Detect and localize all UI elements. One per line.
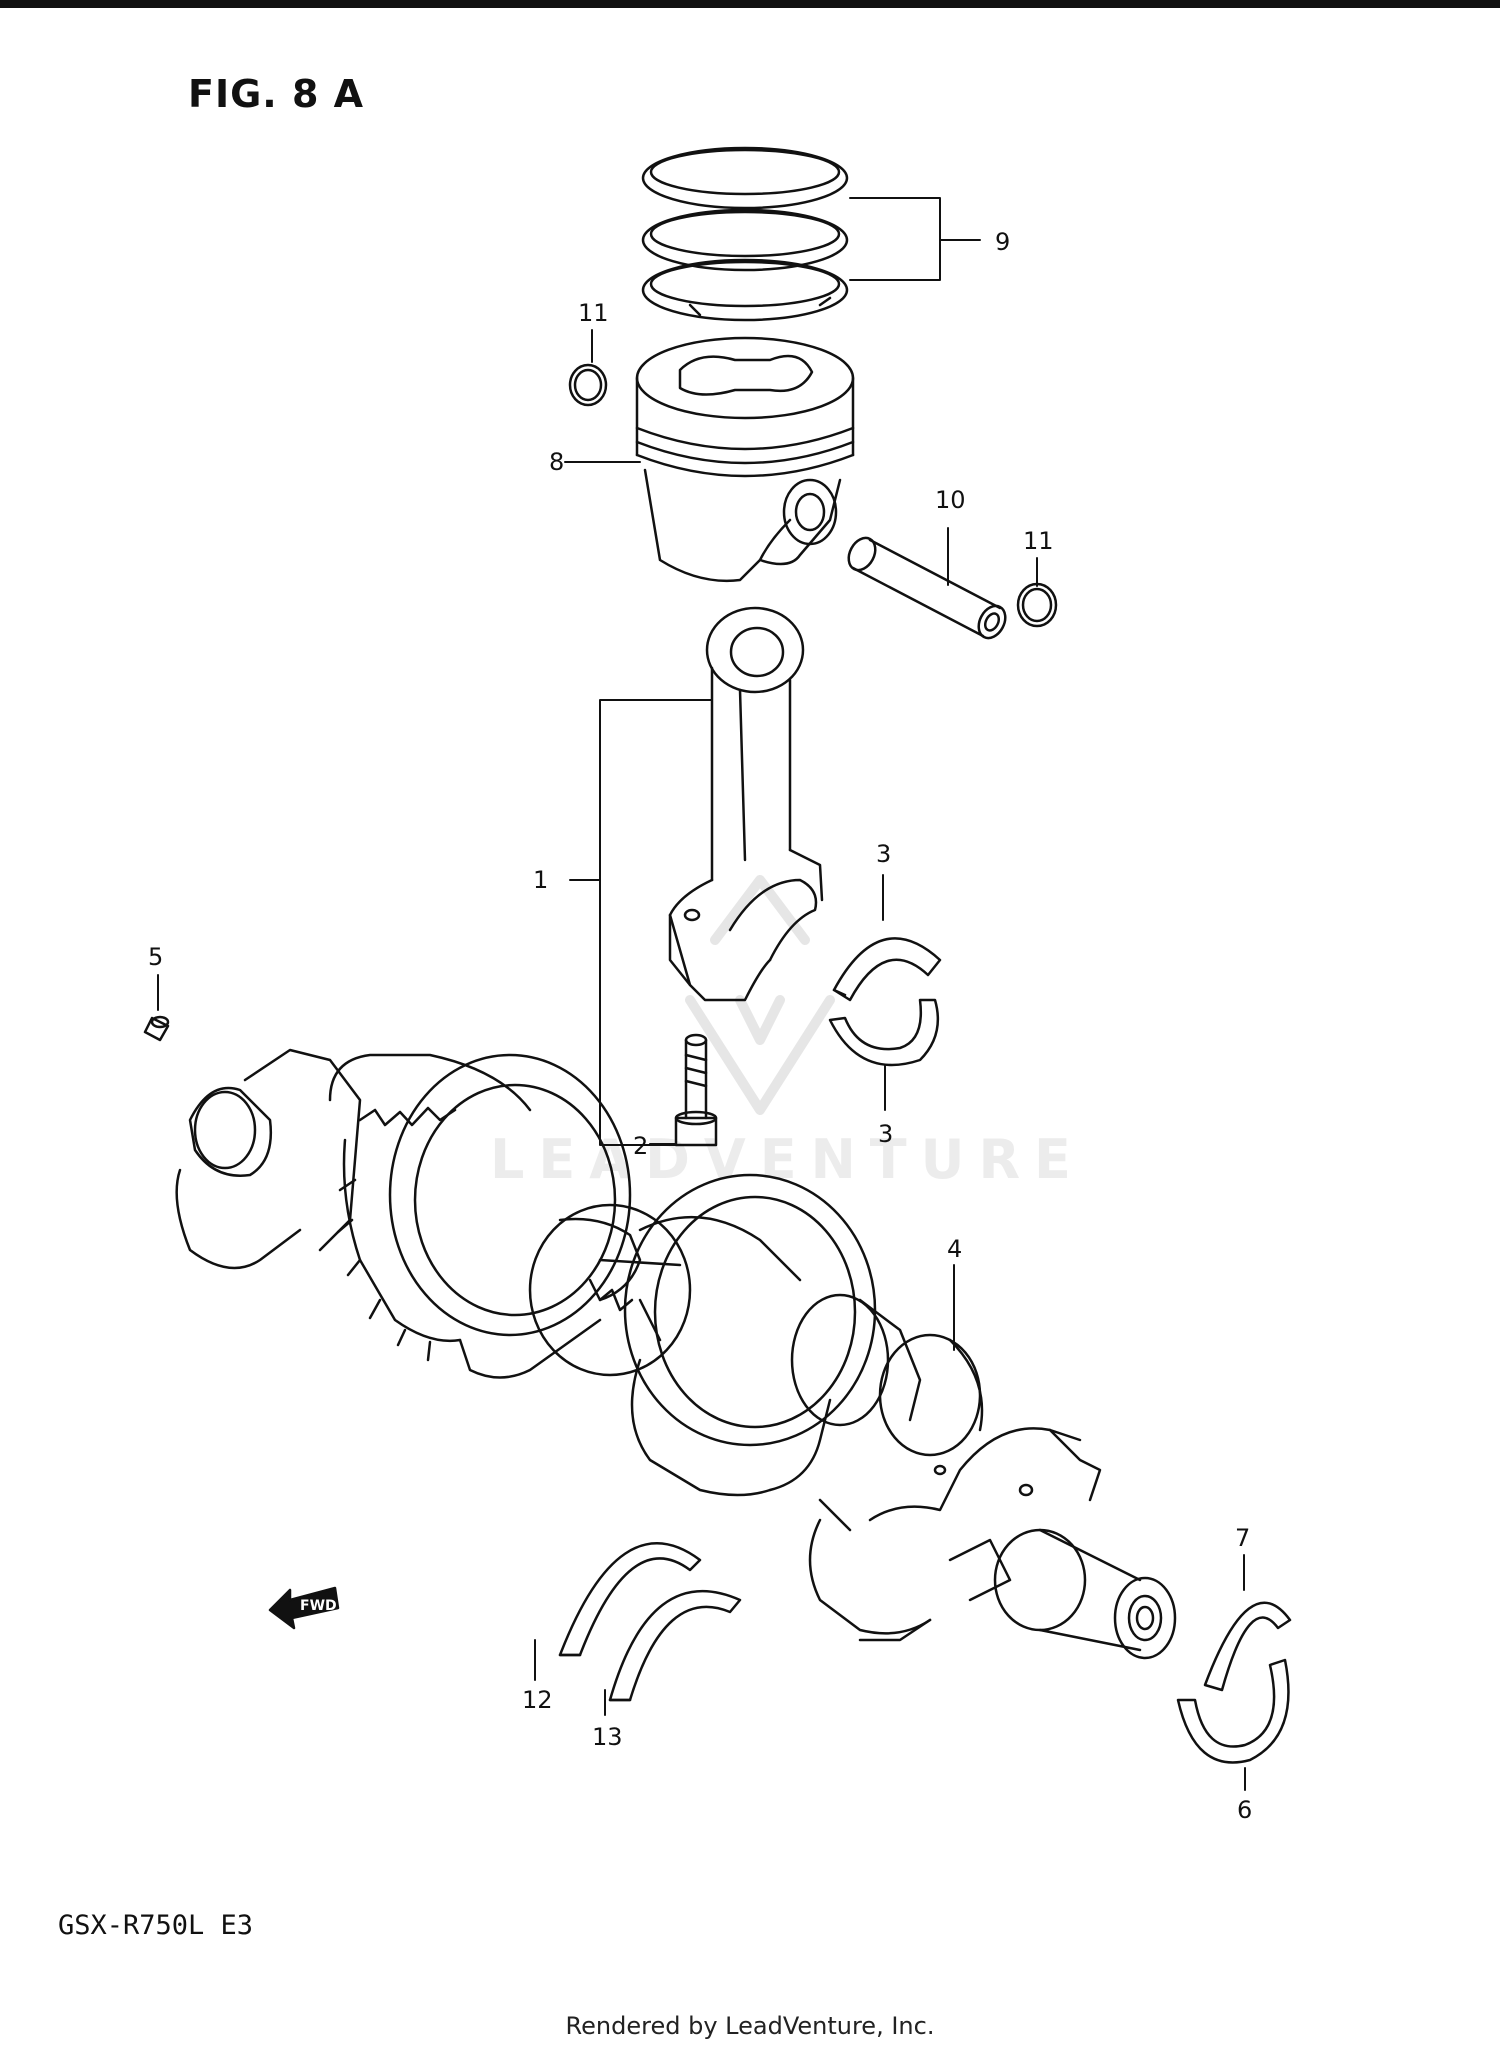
callout-1: 1 [533,866,548,894]
callout-3-upper: 3 [876,840,891,868]
conrod-bolt [674,1033,718,1147]
main-bearing-upper [1203,1601,1292,1692]
callout-7: 7 [1235,1524,1250,1552]
figure-title: FIG. 8 A [188,72,365,116]
callout-4: 4 [947,1235,962,1263]
callout-5: 5 [148,943,163,971]
callout-11-left: 11 [578,299,609,327]
fwd-arrow: FWD [268,1586,340,1630]
piston-rings [641,146,849,322]
circlip-left [568,363,608,407]
callout-2: 2 [633,1132,648,1160]
circlip-right [1016,582,1058,628]
callout-numbers: 9 11 8 10 11 1 3 5 2 3 4 7 12 13 6 [148,228,1252,1824]
piston-pin [847,536,1007,640]
main-bearing-lower [1176,1658,1290,1764]
crankshaft [175,1048,1177,1660]
dowel-pin [143,1015,170,1042]
callout-8: 8 [549,448,564,476]
conrod-bearing-upper [832,937,942,1002]
thrust-bearing-right [608,1589,742,1702]
footer-credit: Rendered by LeadVenture, Inc. [565,2012,935,2040]
callout-13: 13 [592,1723,623,1751]
callout-9: 9 [995,228,1010,256]
fwd-label: FWD [300,1598,337,1614]
watermark-text: LEADVENTURE [490,1128,1085,1191]
callout-10: 10 [935,486,966,514]
leader-lines [157,197,1246,1791]
conrod-bearing-lower [828,998,940,1067]
callout-6: 6 [1237,1796,1252,1824]
model-code: GSX-R750L E3 [58,1910,254,1941]
callout-11-right: 11 [1023,527,1054,555]
callout-12: 12 [522,1686,553,1714]
thrust-bearing-left [558,1542,702,1657]
callout-3-lower: 3 [878,1120,893,1148]
top-border [0,0,1500,8]
connecting-rod [668,606,824,1002]
piston [635,336,855,583]
watermark-logo [685,875,835,1115]
